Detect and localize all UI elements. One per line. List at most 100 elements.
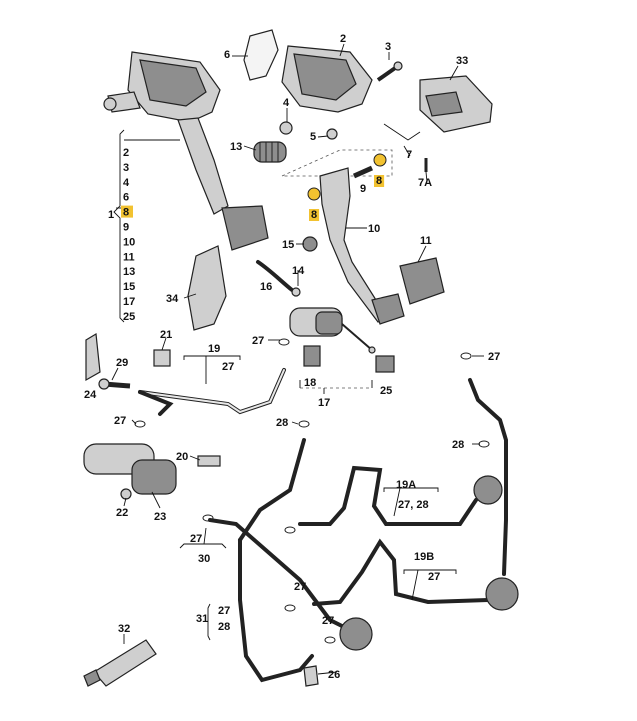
release-bearing-left <box>339 617 373 651</box>
callout-19b: 19B <box>414 551 434 563</box>
callout-26: 26 <box>328 669 340 681</box>
callout-17: 17 <box>318 397 330 409</box>
buffer-15 <box>302 236 318 252</box>
group-1-item: 9 <box>123 222 129 234</box>
nut-5 <box>326 128 338 140</box>
bushing-8-right <box>373 153 387 167</box>
bracket-19 <box>183 355 241 384</box>
callout-30: 30 <box>198 553 210 565</box>
callout-11: 11 <box>420 235 432 247</box>
callout-27-b: 27 <box>488 351 500 363</box>
callout-14: 14 <box>292 265 305 277</box>
bracket-30 <box>179 527 227 549</box>
bracket-19b <box>403 569 457 601</box>
callout-30-27: 27 <box>190 533 202 545</box>
callout-8-left: 8 <box>311 209 317 221</box>
callout-31-27: 27 <box>218 605 230 617</box>
bracket-33 <box>419 75 493 133</box>
bracket-19a <box>383 487 439 517</box>
group-1-item: 8 <box>123 207 129 219</box>
group-1-item: 6 <box>123 192 129 204</box>
slave-cylinder-23 <box>83 443 177 495</box>
assembly-outline <box>281 149 393 177</box>
callout-31: 31 <box>196 613 208 625</box>
callout-13: 13 <box>230 141 242 153</box>
bolt-29 <box>98 378 131 390</box>
group-1-item: 2 <box>123 147 129 159</box>
callout-27-d: 27 <box>294 581 306 593</box>
callout-labels: 2 3 33 6 4 5 13 7 7A 9 8 8 10 11 15 14 1… <box>84 33 500 681</box>
group-1-item: 10 <box>123 236 135 248</box>
callout-16: 16 <box>260 281 272 293</box>
group-1-bracket <box>113 129 125 323</box>
group-1-item: 25 <box>123 311 135 323</box>
callout-19-27: 27 <box>222 361 234 373</box>
hose-16 <box>256 260 294 292</box>
group-1-item: 11 <box>123 251 135 263</box>
group-1-item: 4 <box>123 177 130 189</box>
spring-13 <box>253 141 287 163</box>
clutch-pedal-10 <box>319 167 405 325</box>
clip-26 <box>303 665 319 687</box>
callout-19a: 19A <box>396 479 416 491</box>
callout-10: 10 <box>368 223 380 235</box>
bolt-3 <box>376 61 403 82</box>
grease-tube-32 <box>83 639 157 687</box>
group-1-item: 13 <box>123 266 135 278</box>
hydraulic-line-31 <box>208 438 352 683</box>
callout-7: 7 <box>406 149 412 161</box>
nut-4 <box>279 121 293 135</box>
callout-33: 33 <box>456 55 468 67</box>
callout-4: 4 <box>283 97 290 109</box>
callout-3: 3 <box>385 41 391 53</box>
callout-28-a: 28 <box>276 417 288 429</box>
callout-28-b: 28 <box>452 439 464 451</box>
callout-23: 23 <box>154 511 166 523</box>
callout-32: 32 <box>118 623 130 635</box>
callout-8-right: 8 <box>376 175 382 187</box>
group-1-item: 15 <box>123 281 135 293</box>
bracket-17-ends <box>299 380 373 388</box>
callout-27-a: 27 <box>252 335 264 347</box>
callout-7a: 7A <box>418 177 432 189</box>
release-bearing-lower <box>485 577 519 611</box>
highlight-box <box>309 209 320 221</box>
callout-27-c: 27 <box>114 415 126 427</box>
clip-21 <box>153 349 171 367</box>
callout-19a-sub: 27, 28 <box>398 499 429 511</box>
leader-lines <box>111 43 484 675</box>
highlight-box <box>374 175 385 187</box>
callout-18: 18 <box>304 377 316 389</box>
callout-2: 2 <box>340 33 346 45</box>
group-1-item: 17 <box>123 296 135 308</box>
seal-rings <box>134 338 490 644</box>
pin-9 <box>352 165 374 179</box>
pipe-19a <box>298 465 478 526</box>
callout-5: 5 <box>310 131 316 143</box>
callout-19b-27: 27 <box>428 571 440 583</box>
clip-14 <box>291 287 301 297</box>
callout-34: 34 <box>166 293 179 305</box>
callout-15: 15 <box>282 239 294 251</box>
callout-19: 19 <box>208 343 220 355</box>
callout-27-e: 27 <box>322 615 334 627</box>
pedal-pad-11 <box>399 257 445 305</box>
pipe-19b <box>312 538 490 606</box>
callout-1: 1 <box>108 209 114 221</box>
cover-34 <box>187 245 227 331</box>
callout-29: 29 <box>116 357 128 369</box>
pedal-bracket-2 <box>281 45 373 113</box>
bracket-24 <box>85 333 101 382</box>
sensor-25 <box>375 355 395 373</box>
callout-22: 22 <box>116 507 128 519</box>
gasket-6 <box>243 29 279 81</box>
bracket-31 <box>207 603 211 641</box>
clutch-pedal-left <box>177 117 269 251</box>
callout-24: 24 <box>84 389 97 401</box>
switch-18 <box>303 345 321 367</box>
highlight-box <box>121 205 133 218</box>
callout-25: 25 <box>380 385 392 397</box>
switch-wire-7 <box>383 123 421 141</box>
bolt-22 <box>120 488 132 500</box>
